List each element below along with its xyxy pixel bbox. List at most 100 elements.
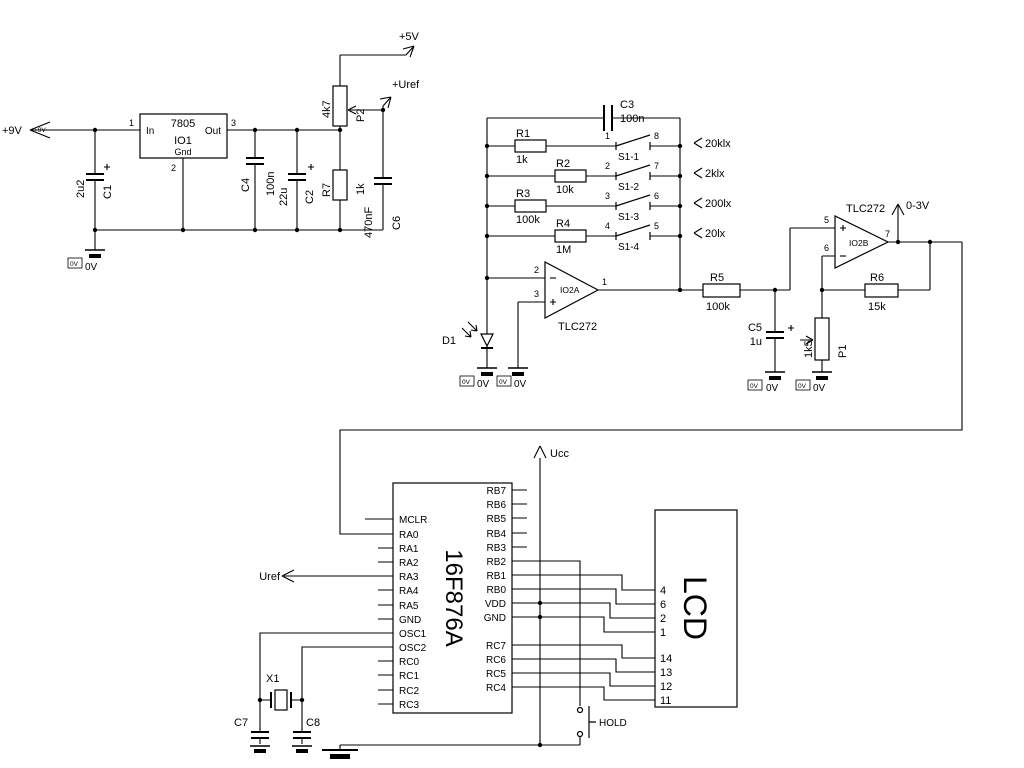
- ground-opamp-a: 0V 0V: [496, 367, 528, 390]
- c4-value-label: 100n: [265, 172, 277, 196]
- wire-rc5-lcd12: [512, 672, 655, 687]
- mcu-pin-rc6: RC6: [486, 655, 506, 666]
- mcu-pin-rc1: RC1: [399, 671, 419, 682]
- p1-ref-label: P1: [837, 345, 849, 358]
- mcu-pin-vdd: VDD: [485, 599, 506, 610]
- mcu-pin-rb6: RB6: [487, 500, 507, 511]
- resistor-r7: R7 1k: [321, 130, 367, 230]
- io1-out-label: Out: [205, 126, 221, 137]
- lcd-pin-11: 11: [660, 695, 671, 707]
- r6-ref-label: R6: [870, 272, 884, 284]
- range-label-20lx: 20lx: [705, 228, 726, 240]
- mcu-pin-rb3: RB3: [487, 543, 507, 554]
- mcu-pin-rc4: RC4: [486, 683, 506, 694]
- photodiode-d1: D1: [442, 321, 494, 368]
- v5-supply-flag: +5V: [340, 31, 420, 58]
- r5-value-label: 100k: [706, 301, 730, 313]
- r2-ref-label: R2: [556, 158, 570, 170]
- p2-value-label: 4k7: [321, 100, 333, 118]
- r7-value-label: 1k: [355, 183, 367, 195]
- c5-value-label: 1u: [750, 336, 762, 348]
- mcu-pin-rb7: RB7: [487, 486, 507, 497]
- d1-ref-label: D1: [442, 335, 456, 347]
- uref-arrow-icon: [281, 569, 393, 583]
- range-arrow-icon: [693, 137, 703, 149]
- p2-ref-label: P2: [355, 109, 367, 122]
- gnd-flag-label: 0V: [462, 379, 471, 386]
- c3-ref-label: C3: [620, 99, 634, 111]
- switch-s1-3: [615, 194, 651, 210]
- p1-value-label: 1k5: [803, 340, 815, 358]
- s1-2-pin-l: 2: [605, 161, 610, 171]
- c1-ref-label: C1: [102, 185, 114, 199]
- mcu-pin-osc2: OSC2: [399, 643, 427, 654]
- mcu-pin-rc5: RC5: [486, 669, 506, 680]
- lcd-title: LCD: [677, 576, 713, 640]
- capacitor-c2: 22u C2: [278, 130, 316, 230]
- wire-rc7-lcd14: [512, 644, 655, 659]
- s1-1-ref-label: S1-1: [618, 152, 640, 163]
- io1-gnd-label: Gnd: [174, 147, 191, 157]
- mcu-16f876a-body: [392, 482, 513, 714]
- r1-value-label: 1k: [516, 154, 528, 166]
- regulator-io1: 7805 In Out IO1 Gnd 1 3 2: [129, 113, 236, 230]
- output-label: 0-3V: [906, 200, 930, 212]
- lcd-pin-14: 14: [660, 653, 672, 665]
- io2b-ref-label: IO2B: [849, 238, 869, 248]
- gnd-flag-label: 0V: [798, 383, 807, 390]
- lcd-section: LCD 4 6 2 1 14 13 12 11: [654, 509, 738, 708]
- mcu-pin-gnd-right: GND: [484, 613, 506, 624]
- range-arrow-icon: [693, 227, 703, 239]
- wire-rc4-lcd11: [512, 686, 655, 701]
- range-row-2: R2 10k 2 7 S1-2 2klx: [487, 158, 725, 196]
- mcu-pin-ra1: RA1: [399, 544, 419, 555]
- mcu-pin-rc2: RC2: [399, 686, 419, 697]
- s1-4-pin-l: 4: [605, 221, 610, 231]
- ground-c1: 0V 0V: [67, 230, 105, 273]
- resistor-r5: R5 100k: [702, 227, 835, 313]
- capacitor-c3: C3 100n: [487, 99, 680, 131]
- capacitor-c8: C8: [292, 717, 320, 753]
- v9-label: +9V: [2, 125, 23, 137]
- r4-ref-label: R4: [556, 218, 570, 230]
- mcu-right-pin-stubs: [512, 489, 527, 548]
- resistor-r3: [514, 199, 547, 213]
- ucc-arrow-icon: [533, 445, 547, 459]
- io2b-pin7-number: 7: [885, 229, 890, 239]
- uref-in-label: Uref: [259, 571, 281, 583]
- io2b-pin6-number: 6: [824, 243, 829, 253]
- wiper-arrow-icon: [800, 335, 814, 345]
- plus-input-icon: [550, 299, 556, 305]
- wire-rb0-lcd6: [512, 588, 655, 605]
- mcu-pin-ra3: RA3: [399, 572, 419, 583]
- range-arrow-icon: [693, 167, 703, 179]
- wire-rc6-lcd13: [512, 658, 655, 673]
- plus-input-icon: [840, 225, 846, 231]
- junction-dots: [92, 107, 933, 748]
- c3-value-label: 100n: [620, 113, 644, 125]
- range-label-2klx: 2klx: [705, 168, 725, 180]
- c2-value-label: 22u: [278, 188, 290, 206]
- s1-3-pin-r: 6: [654, 191, 659, 201]
- r3-ref-label: R3: [516, 188, 530, 200]
- io2b-pin5-number: 5: [824, 215, 829, 225]
- range-row-3: R3 100k 3 6 S1-3 200lx: [487, 188, 732, 226]
- trimmer-p2: 4k7 P2: [321, 55, 383, 130]
- capacitor-c7: C7: [234, 717, 270, 753]
- capacitor-c5: C5 1u 0V 0V: [747, 290, 794, 394]
- hold-button: HOLD: [512, 560, 627, 745]
- resistor-r4: [554, 229, 587, 243]
- power-supply-section: +9V +9V 2u2 C1 0V 0V 7805 In Out IO1: [2, 31, 420, 273]
- mcu-pin-ra0: RA0: [399, 530, 419, 541]
- resistor-r1: [514, 139, 547, 153]
- wiper-arrow-icon: [347, 105, 357, 115]
- opamp-io2b: 5 6 7 IO2B TLC272: [821, 203, 962, 290]
- uref-input-flag: Uref: [259, 569, 393, 583]
- capacitor-c4: C4 100n: [240, 130, 277, 230]
- lcd-pin-4: 4: [660, 585, 666, 597]
- wire-gnd-lcd1: [512, 616, 655, 633]
- mcu-pin-ra5: RA5: [399, 601, 419, 612]
- gnd-label: 0V: [766, 383, 779, 394]
- mcu-pin-rb2: RB2: [487, 557, 507, 568]
